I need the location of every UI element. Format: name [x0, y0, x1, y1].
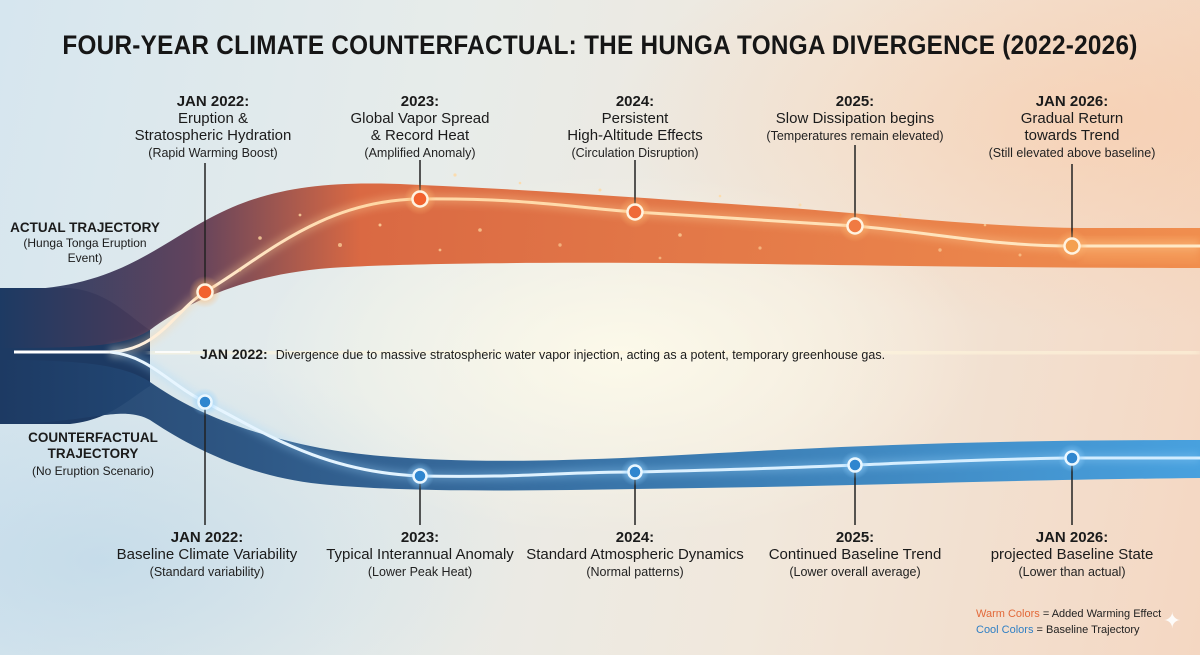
actual-event-2022-line1: Eruption & — [177, 110, 249, 127]
actual-event-2026: JAN 2026: Gradual Return towards Trend (… — [989, 93, 1156, 162]
actual-event-2026-head: JAN 2026: — [1035, 93, 1109, 110]
marker-actual-2026 — [1063, 237, 1081, 255]
cf-event-2023: 2023: Typical Interannual Anomaly (Lower… — [326, 529, 514, 581]
legend-warm-label: Warm Colors — [976, 608, 1040, 620]
divergence-text: Divergence due to massive stratospheric … — [275, 348, 886, 362]
cf-event-2022-head: JAN 2022: — [170, 529, 244, 546]
cf-event-2025-line1: Continued Baseline Trend — [768, 546, 942, 563]
actual-event-2022: JAN 2022: Eruption & Stratospheric Hydra… — [135, 93, 292, 162]
cf-event-2023-line1: Typical Interannual Anomaly — [326, 546, 514, 563]
actual-event-2023-note: (Amplified Anomaly) — [364, 146, 476, 160]
legend-warm: Warm Colors = Added Warming Effect — [976, 606, 1161, 622]
actual-markers — [189, 183, 1088, 308]
cf-event-2025-note: (Lower overall average) — [789, 565, 921, 579]
cf-event-2024-head: 2024: — [615, 529, 655, 546]
legend: Warm Colors = Added Warming Effect Cool … — [976, 606, 1161, 638]
cf-event-2022: JAN 2022: Baseline Climate Variability (… — [117, 529, 298, 581]
divergence-head: JAN 2022: — [200, 346, 268, 362]
marker-cf-2025 — [847, 457, 863, 473]
cf-event-2024-note: (Normal patterns) — [586, 565, 684, 579]
actual-trajectory-subtitle: (Hunga Tonga Eruption Event) — [23, 236, 147, 265]
marker-cf-2023 — [412, 468, 428, 484]
actual-event-2023-line2: & Record Heat — [370, 127, 470, 144]
cf-event-2023-note: (Lower Peak Heat) — [367, 565, 473, 579]
cf-event-2026-head: JAN 2026: — [1035, 529, 1109, 546]
actual-event-2025-line1: Slow Dissipation begins — [775, 110, 935, 127]
actual-event-2024-line1: Persistent — [601, 110, 669, 127]
divergence-annotation: JAN 2022: Divergence due to massive strat… — [200, 346, 885, 362]
marker-cf-2024 — [627, 464, 643, 480]
counterfactual-band — [0, 360, 1200, 491]
counterfactual-trajectory-title: COUNTERFACTUAL TRAJECTORY — [28, 430, 158, 461]
counterfactual-trajectory-subtitle: (No Eruption Scenario) — [31, 464, 155, 478]
actual-event-2025-head: 2025: — [835, 93, 875, 110]
counterfactual-markers — [191, 388, 1086, 490]
cf-event-2025-head: 2025: — [835, 529, 875, 546]
actual-event-2026-line1: Gradual Return — [1020, 110, 1124, 127]
cf-event-2022-note: (Standard variability) — [149, 565, 265, 579]
cf-event-2025: 2025: Continued Baseline Trend (Lower ov… — [769, 529, 942, 581]
actual-event-2022-note: (Rapid Warming Boost) — [148, 146, 278, 160]
actual-event-2023-line1: Global Vapor Spread — [350, 110, 490, 127]
legend-cool-text: = Baseline Trajectory — [1036, 624, 1140, 636]
counterfactual-trajectory-label: COUNTERFACTUAL TRAJECTORY (No Eruption S… — [14, 430, 172, 479]
actual-event-2024: 2024: Persistent High-Altitude Effects (… — [567, 93, 703, 162]
actual-event-2023-head: 2023: — [400, 93, 440, 110]
marker-actual-2022 — [196, 283, 214, 301]
divergence-glow — [149, 346, 1200, 359]
actual-band — [0, 183, 1200, 348]
actual-event-2022-head: JAN 2022: — [176, 93, 250, 110]
marker-actual-2025 — [846, 217, 864, 235]
actual-event-2026-line2: towards Trend — [1024, 127, 1120, 144]
cf-event-2026: JAN 2026: projected Baseline State (Lowe… — [991, 529, 1154, 581]
legend-warm-text: = Added Warming Effect — [1042, 608, 1162, 620]
cf-event-2026-note: (Lower than actual) — [1018, 565, 1126, 579]
page-title: FOUR-YEAR CLIMATE COUNTERFACTUAL: THE HU… — [62, 30, 1138, 60]
actual-event-2026-note: (Still elevated above baseline) — [988, 146, 1156, 160]
warm-sparkles — [238, 173, 1022, 272]
actual-event-2024-note: (Circulation Disruption) — [571, 146, 699, 160]
marker-cf-2026 — [1064, 450, 1080, 466]
marker-cf-2022 — [197, 394, 213, 410]
cf-event-2026-line1: projected Baseline State — [990, 546, 1154, 563]
cf-event-2024: 2024: Standard Atmospheric Dynamics (Nor… — [526, 529, 744, 581]
actual-event-2024-head: 2024: — [615, 93, 655, 110]
actual-event-2025: 2025: Slow Dissipation begins (Temperatu… — [766, 93, 943, 145]
actual-event-2023: 2023: Global Vapor Spread & Record Heat … — [351, 93, 490, 162]
marker-actual-2024 — [626, 203, 644, 221]
actual-event-2024-line2: High-Altitude Effects — [567, 127, 703, 144]
sparkle-icon: ✦ — [1163, 608, 1182, 633]
actual-event-2022-line2: Stratospheric Hydration — [134, 127, 292, 144]
actual-trajectory-title: ACTUAL TRAJECTORY — [10, 220, 160, 235]
actual-event-2025-note: (Temperatures remain elevated) — [766, 129, 944, 143]
marker-actual-2023 — [411, 190, 429, 208]
legend-cool-label: Cool Colors — [976, 624, 1034, 636]
legend-cool: Cool Colors = Baseline Trajectory — [976, 622, 1161, 638]
cf-event-2024-line1: Standard Atmospheric Dynamics — [526, 546, 744, 563]
cf-event-2023-head: 2023: — [400, 529, 440, 546]
actual-trajectory-label: ACTUAL TRAJECTORY (Hunga Tonga Eruption … — [10, 220, 160, 266]
cf-event-2022-line1: Baseline Climate Variability — [116, 546, 298, 563]
